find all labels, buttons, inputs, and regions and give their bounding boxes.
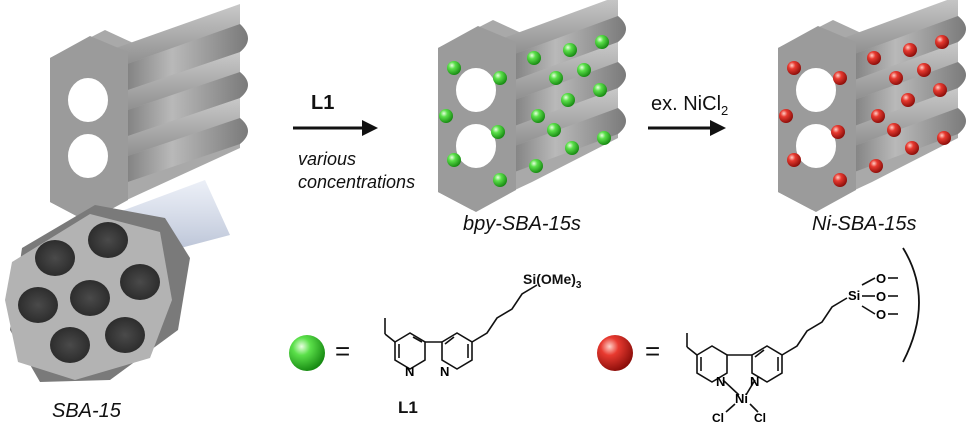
red-sphere xyxy=(901,93,915,107)
green-sphere xyxy=(547,123,561,137)
o-atom-3: O xyxy=(876,307,886,322)
green-sphere xyxy=(447,153,461,167)
red-sphere xyxy=(887,123,901,137)
reaction-arrow-2 xyxy=(648,120,726,136)
ni-n-right: N xyxy=(750,374,759,389)
green-sphere xyxy=(491,125,505,139)
o-atom-1: O xyxy=(876,271,886,286)
step1-condition-line2: concentrations xyxy=(298,172,416,192)
green-sphere xyxy=(561,93,575,107)
ni-n-left: N xyxy=(716,374,725,389)
step2-reagent-prefix: ex. NiCl xyxy=(651,93,722,115)
red-sphere xyxy=(867,51,881,65)
red-sphere xyxy=(889,71,903,85)
red-sphere xyxy=(917,63,931,77)
step1-condition-line1: various xyxy=(298,149,357,169)
l1-compound-label: L1 xyxy=(398,398,418,417)
red-sphere xyxy=(935,35,949,49)
red-sphere xyxy=(903,43,917,57)
red-sphere-group xyxy=(779,35,951,187)
l1-n-left: N xyxy=(405,364,414,379)
green-sphere xyxy=(439,109,453,123)
si-atom: Si xyxy=(848,288,860,303)
red-equals-sign: = xyxy=(645,336,661,366)
legend-red-sphere xyxy=(597,335,633,371)
ni-sba15-block xyxy=(778,0,966,212)
product2-label: Ni-SBA-15s xyxy=(812,213,917,235)
green-sphere-group xyxy=(439,35,611,187)
l1-structure xyxy=(384,284,538,370)
green-sphere xyxy=(577,63,591,77)
l1-substituent-subscript: 3 xyxy=(575,279,582,291)
red-sphere xyxy=(905,141,919,155)
step2-reagent-label: ex. NiCl2 xyxy=(651,93,728,118)
green-sphere xyxy=(529,159,543,173)
green-sphere xyxy=(597,131,611,145)
green-sphere xyxy=(549,71,563,85)
red-sphere xyxy=(833,71,847,85)
red-sphere xyxy=(933,83,947,97)
green-sphere xyxy=(593,83,607,97)
l1-substituent-text: Si(OMe) xyxy=(523,271,576,287)
red-sphere xyxy=(871,109,885,123)
ni-complex-structure xyxy=(686,247,920,413)
red-sphere xyxy=(869,159,883,173)
green-sphere xyxy=(531,109,545,123)
green-sphere xyxy=(493,71,507,85)
sba15-hexagonal-crosssection xyxy=(5,205,190,382)
red-sphere xyxy=(787,153,801,167)
ni-atom: Ni xyxy=(735,391,748,406)
sba15-channel-block xyxy=(50,4,248,222)
step2-reagent-subscript: 2 xyxy=(721,103,729,118)
green-sphere xyxy=(565,141,579,155)
l1-n-right: N xyxy=(440,364,449,379)
green-sphere xyxy=(527,51,541,65)
red-sphere xyxy=(937,131,951,145)
l1-substituent-label: Si(OMe)3 xyxy=(523,271,581,291)
step1-reagent-label: L1 xyxy=(311,92,335,114)
product1-label: bpy-SBA-15s xyxy=(463,213,581,235)
bpy-sba15-block xyxy=(438,0,626,212)
green-sphere xyxy=(595,35,609,49)
green-sphere xyxy=(447,61,461,75)
green-sphere xyxy=(563,43,577,57)
reaction-arrow-1 xyxy=(293,120,378,136)
ni-cl-right: Cl xyxy=(754,411,766,425)
red-sphere xyxy=(833,173,847,187)
red-sphere xyxy=(831,125,845,139)
o-atom-2: O xyxy=(876,289,886,304)
legend-green-sphere xyxy=(289,335,325,371)
red-sphere xyxy=(779,109,793,123)
sba15-label: SBA-15 xyxy=(52,400,121,422)
green-equals-sign: = xyxy=(335,336,351,366)
green-sphere xyxy=(493,173,507,187)
red-sphere xyxy=(787,61,801,75)
ni-cl-left: Cl xyxy=(712,411,724,425)
